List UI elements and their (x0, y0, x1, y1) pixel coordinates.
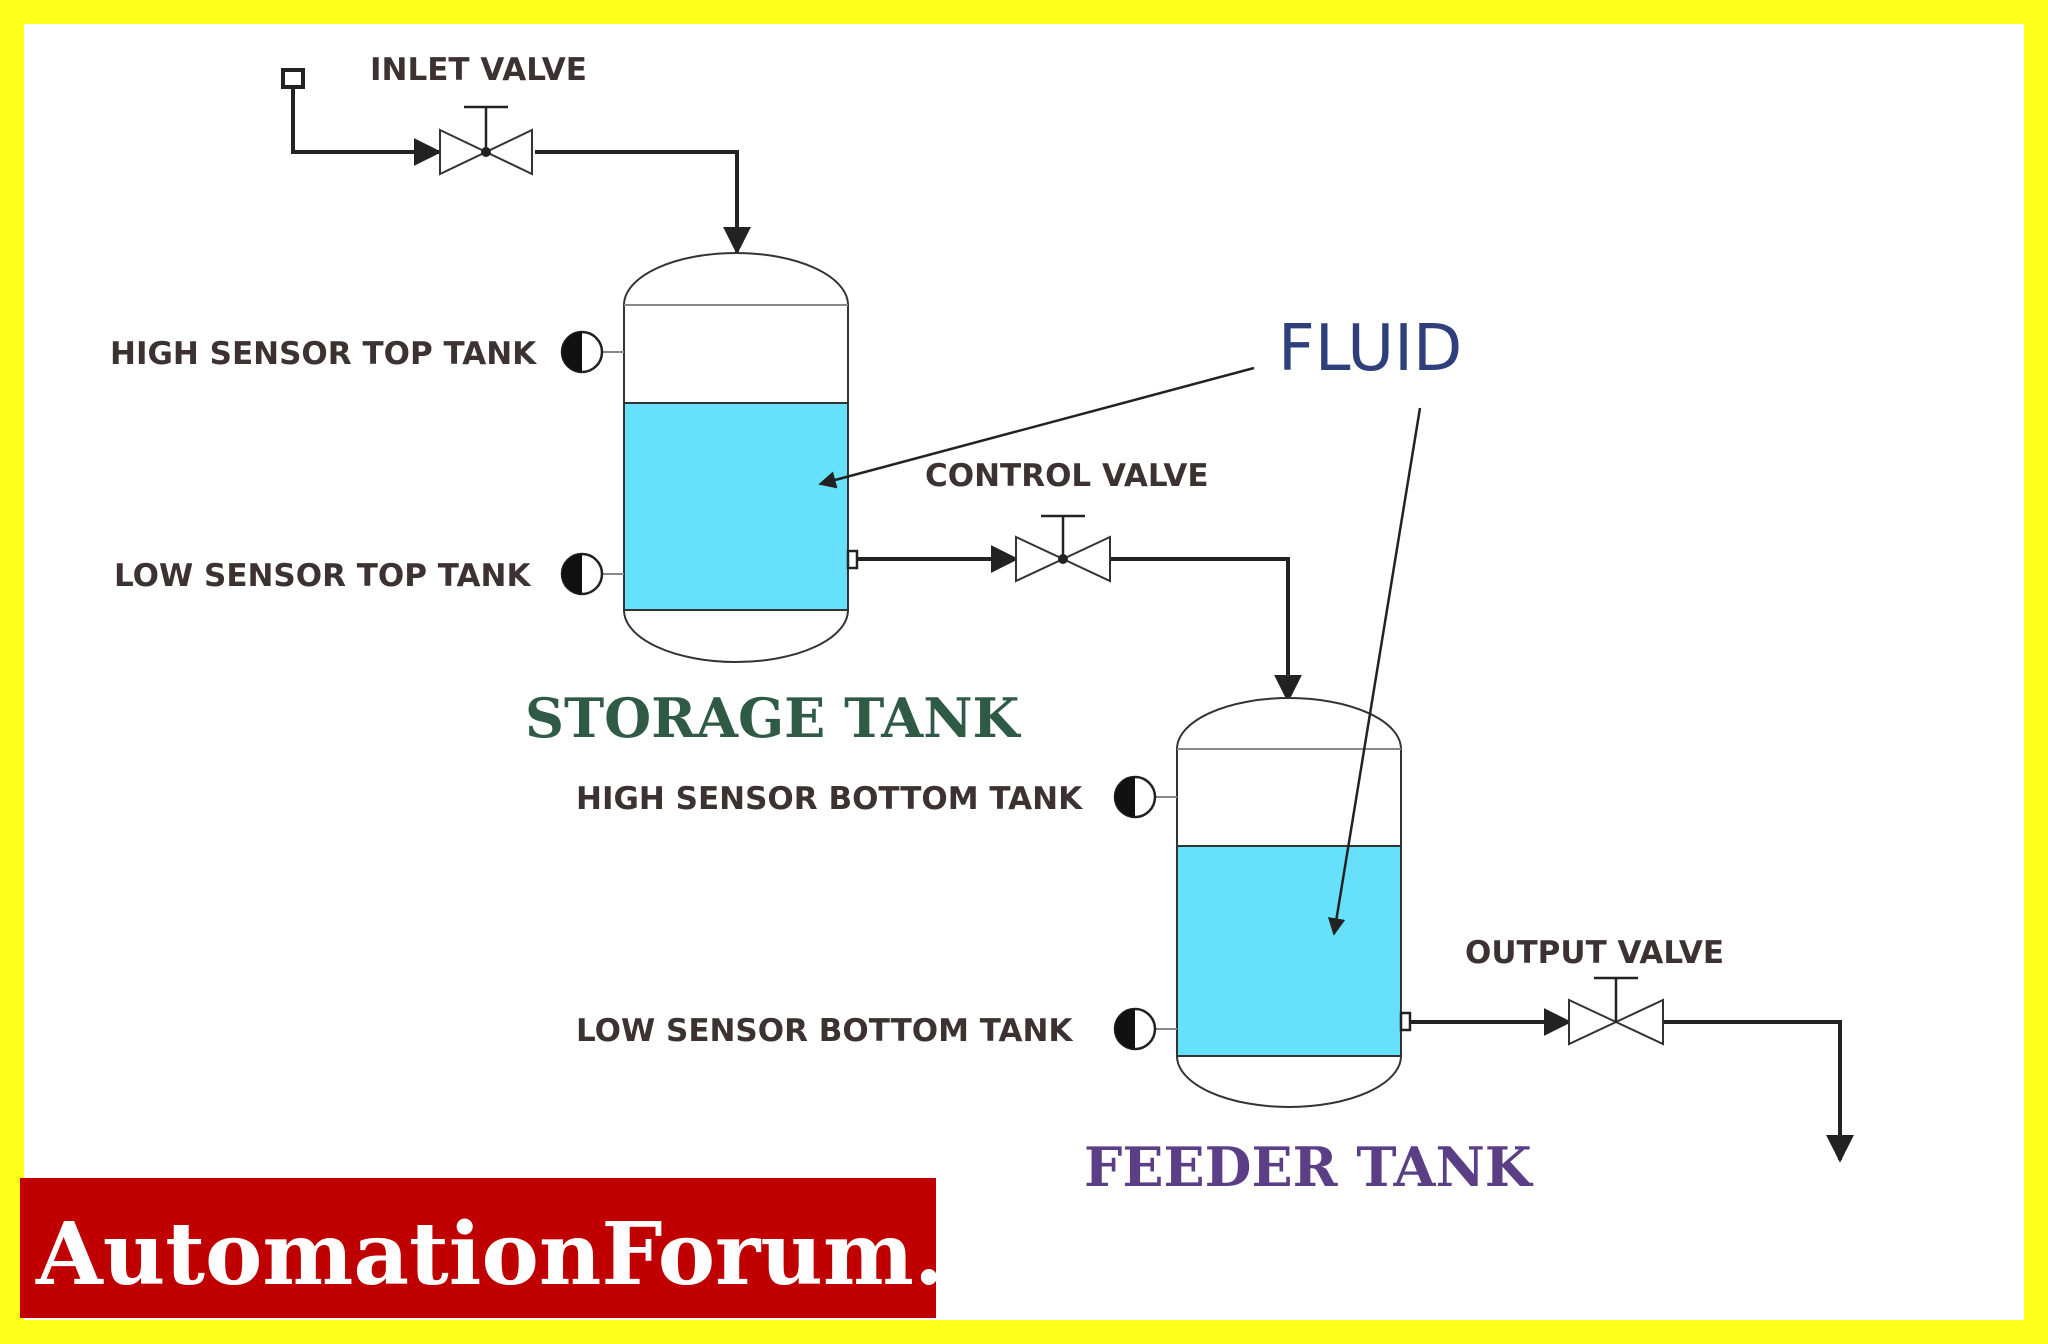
low-sensor-top-tank-label: LOW SENSOR TOP TANK (114, 558, 531, 594)
high-sensor-top-tank (560, 330, 624, 374)
high-sensor-bottom-tank-label: HIGH SENSOR BOTTOM TANK (576, 781, 1083, 817)
feeder-outlet-nozzle (1399, 1011, 1412, 1032)
brand-banner: AutomationForum.Co (20, 1178, 1070, 1318)
inlet-pipe-down (535, 150, 739, 248)
high-sensor-bottom-tank (1113, 775, 1177, 819)
inlet-valve-label: INLET VALVE (370, 52, 587, 88)
low-sensor-top-tank (560, 552, 624, 596)
feeder-tank-title: FEEDER TANK (1084, 1135, 1534, 1199)
storage-tank (623, 252, 849, 663)
low-sensor-bottom-tank-label: LOW SENSOR BOTTOM TANK (576, 1013, 1073, 1049)
high-sensor-top-tank-label: HIGH SENSOR TOP TANK (110, 336, 537, 372)
feeder-tank (1176, 697, 1402, 1108)
storage-tank-title: STORAGE TANK (525, 686, 1022, 750)
output-pipe-down (1663, 1020, 1842, 1152)
inlet-pipe (291, 87, 437, 154)
inlet-valve[interactable] (439, 105, 533, 176)
storage-tank-fluid (623, 402, 849, 611)
output-valve-label: OUTPUT VALVE (1465, 935, 1724, 971)
brand-text: AutomationForum.Co (35, 1204, 1070, 1305)
fluid-pointer-storage (818, 366, 1255, 489)
feeder-tank-fluid (1176, 845, 1402, 1057)
control-pipe-down (1110, 557, 1290, 696)
output-valve[interactable] (1568, 976, 1664, 1046)
fluid-label: FLUID (1278, 312, 1462, 386)
control-valve[interactable] (1015, 514, 1111, 583)
inlet-pipe-start (281, 68, 305, 89)
storage-outlet-nozzle (846, 549, 859, 570)
fluid-pointer-feeder (1327, 407, 1422, 936)
low-sensor-bottom-tank (1113, 1007, 1177, 1051)
control-valve-label: CONTROL VALVE (925, 458, 1209, 494)
